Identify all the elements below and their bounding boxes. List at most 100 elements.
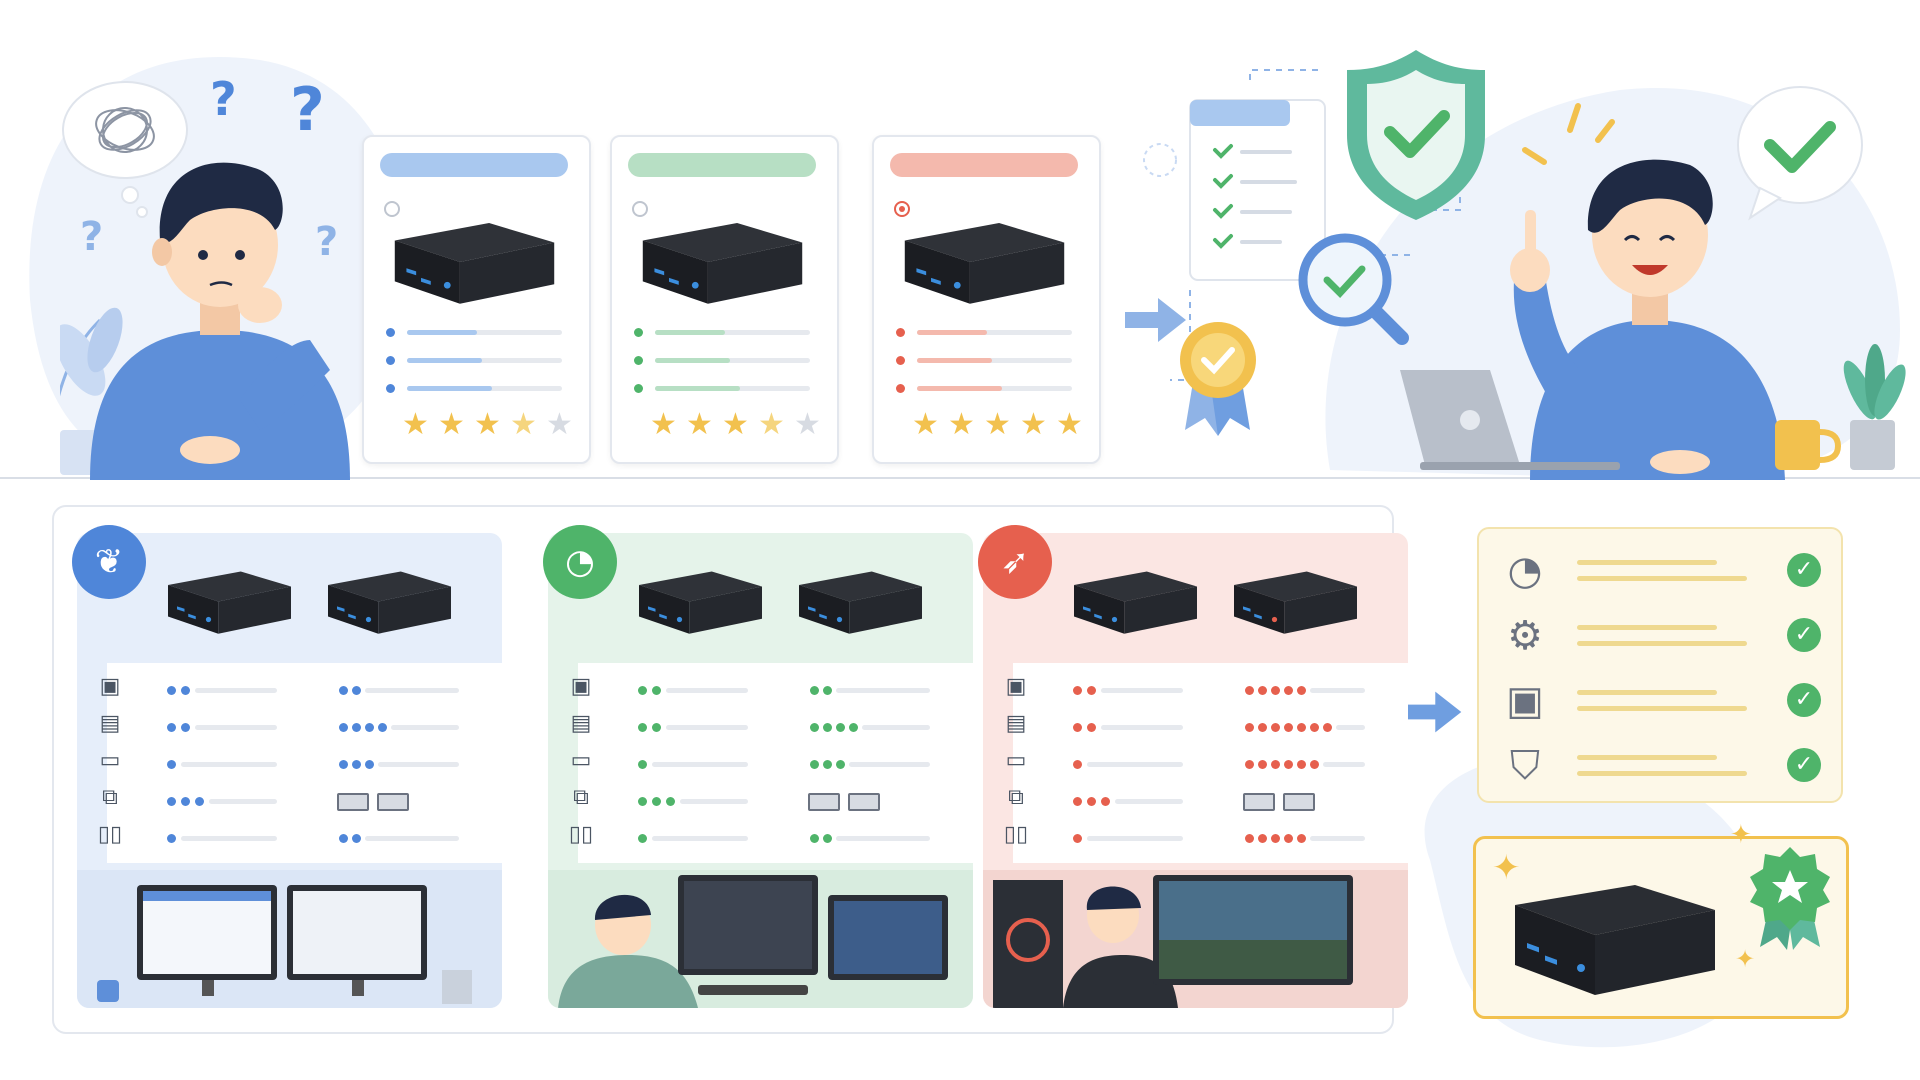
spec-bar-track [1310,836,1365,841]
spec-level-dot [352,834,361,843]
thinking-person-illustration: ? ? ? ? [60,72,350,480]
check-icon: ✓ [1787,748,1821,782]
spec-level-dot [1258,760,1267,769]
happy-person-illustration [1400,86,1906,480]
mini-pc-image [328,571,451,634]
spec-level-dot [167,686,176,695]
spec-level-dot [1284,760,1293,769]
spec-bar-track [680,799,748,804]
spec-level-dot [1310,760,1319,769]
mini-pc-image [1074,571,1197,634]
spec-level-dot [849,723,858,732]
spec-bar-track [1115,799,1183,804]
spec-level-dot [1087,797,1096,806]
option-radio-button[interactable] [384,201,400,217]
sparkle-icon: ✦ [1492,848,1521,888]
option-radio-button[interactable] [894,201,910,217]
arrow-right-icon [1125,298,1186,342]
checklist-line [1577,576,1747,581]
spec-bar-track [391,725,459,730]
rating-star-icon: ★ [1020,407,1047,442]
port-chip [377,793,409,811]
port-chip [337,793,369,811]
spec-level-dot [810,760,819,769]
svg-text:?: ? [80,214,103,260]
spec-bar-track [378,762,459,767]
spec-bar-track [209,799,277,804]
checklist-line [1577,625,1717,630]
wallet-icon: ▣ [1506,678,1544,724]
rating-star-icon: ★ [1056,407,1083,442]
spec-bullet [896,384,905,393]
spec-level-dot [638,797,647,806]
spec-bullet [634,328,643,337]
spec-level-dot [1323,723,1332,732]
spec-bar-track [655,330,810,335]
mini-pc-image [904,223,1065,304]
spec-bar-track [652,836,748,841]
spec-level-dot [1284,723,1293,732]
mini-pc-image [642,223,803,304]
spec-bar-track [181,762,277,767]
spec-bar-track [666,725,748,730]
svg-text:?: ? [315,219,338,265]
office-scene-illustration [77,870,502,1008]
spec-level-dot [638,723,647,732]
svg-text:?: ? [210,72,237,126]
spec-level-dot [1271,834,1280,843]
spec-bar-track [849,762,930,767]
ports-icon: ▯▯ [97,822,123,847]
spec-bar-track [1310,688,1365,693]
rating-star-icon: ★ [650,407,677,442]
spec-level-dot [638,760,647,769]
spec-level-dot [836,760,845,769]
spec-level-dot [652,797,661,806]
scene-drawing [558,875,948,1008]
spec-level-dot [652,723,661,732]
option-header-bar [380,153,568,177]
spec-bar-track [1101,725,1183,730]
leaf-icon: ❦ [72,525,146,599]
rating-star-icon: ★ [474,407,501,442]
spec-level-dot [836,723,845,732]
storage-icon: ▭ [99,748,121,773]
ports-icon: ▯▯ [1003,822,1029,847]
spec-level-dot [1087,686,1096,695]
rating-star-icon: ★ [438,407,465,442]
spec-bar-fill [917,330,987,335]
spec-bar-track [666,688,748,693]
spec-bar-track [1087,836,1183,841]
spec-bar-track [407,358,562,363]
spec-bar-track [836,688,930,693]
spec-level-dot [823,834,832,843]
spec-level-dot [365,723,374,732]
spec-level-dot [810,834,819,843]
option-radio-button[interactable] [632,201,648,217]
spec-level-dot [352,686,361,695]
spec-bar-fill [407,386,492,391]
spec-level-dot [1297,760,1306,769]
checklist-line [1577,560,1717,565]
spec-level-dot [1073,797,1082,806]
gear-icon: ⚙ [1507,613,1543,659]
spec-level-dot [638,686,647,695]
spec-level-dot [378,723,387,732]
mini-pc-image [1234,571,1357,634]
spec-bar-fill [407,358,482,363]
speedometer-icon: ◔ [543,525,617,599]
scene-drawing [993,875,1353,1008]
spec-bullet [634,356,643,365]
spec-bar-fill [655,386,740,391]
storage-icon: ▭ [1005,748,1027,773]
verification-illustration [1143,50,1485,436]
rocket-icon: ➶ [978,525,1052,599]
port-chip [1243,793,1275,811]
spec-bullet [386,384,395,393]
creator-scene-illustration [548,870,973,1008]
mini-pc-image [639,571,762,634]
spec-bar-track [917,330,1072,335]
spec-level-dot [352,723,361,732]
spec-level-dot [1271,760,1280,769]
spec-level-dot [1310,723,1319,732]
checklist-line [1577,771,1747,776]
